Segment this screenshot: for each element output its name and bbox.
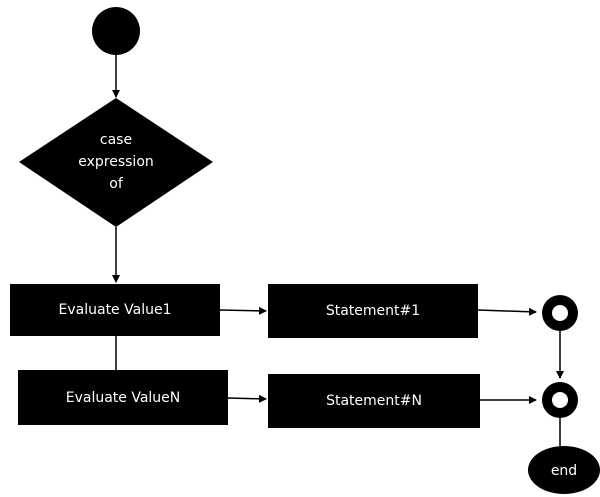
- evaluate-value1-label: Evaluate Value1: [59, 302, 172, 318]
- evaluate-value1-box: [10, 284, 220, 336]
- evaluate-valuen-box: [18, 370, 228, 425]
- statement1-label: Statement#1: [326, 303, 420, 319]
- merge-node-1-hole: [552, 305, 568, 321]
- merge-node-2-hole: [552, 392, 568, 408]
- decision-diamond: [19, 98, 213, 227]
- decision-label-line2: expression: [78, 154, 154, 170]
- start-node: [92, 7, 140, 55]
- decision-label-line1: case: [100, 132, 132, 148]
- statement1-node: Statement#1: [268, 284, 478, 338]
- connector-value1-to-statement1: [219, 306, 267, 315]
- evaluate-valuen-label: Evaluate ValueN: [66, 390, 181, 406]
- connector-statement1-to-merge1: [477, 307, 537, 316]
- statementn-label: Statement#N: [326, 393, 422, 409]
- end-ellipse: [528, 446, 600, 494]
- end-label: end: [551, 463, 577, 479]
- statementn-box: [268, 374, 480, 428]
- evaluate-value1-node: Evaluate Value1: [10, 284, 220, 336]
- evaluate-valuen-node: Evaluate ValueN: [18, 370, 228, 425]
- statementn-node: Statement#N: [268, 374, 480, 428]
- end-node: end: [528, 446, 600, 494]
- decision-label-line3: of: [109, 176, 124, 192]
- decision-node: case expression of: [19, 98, 213, 227]
- statement1-box: [268, 284, 478, 338]
- connector-valuen-to-statementn: [227, 394, 267, 403]
